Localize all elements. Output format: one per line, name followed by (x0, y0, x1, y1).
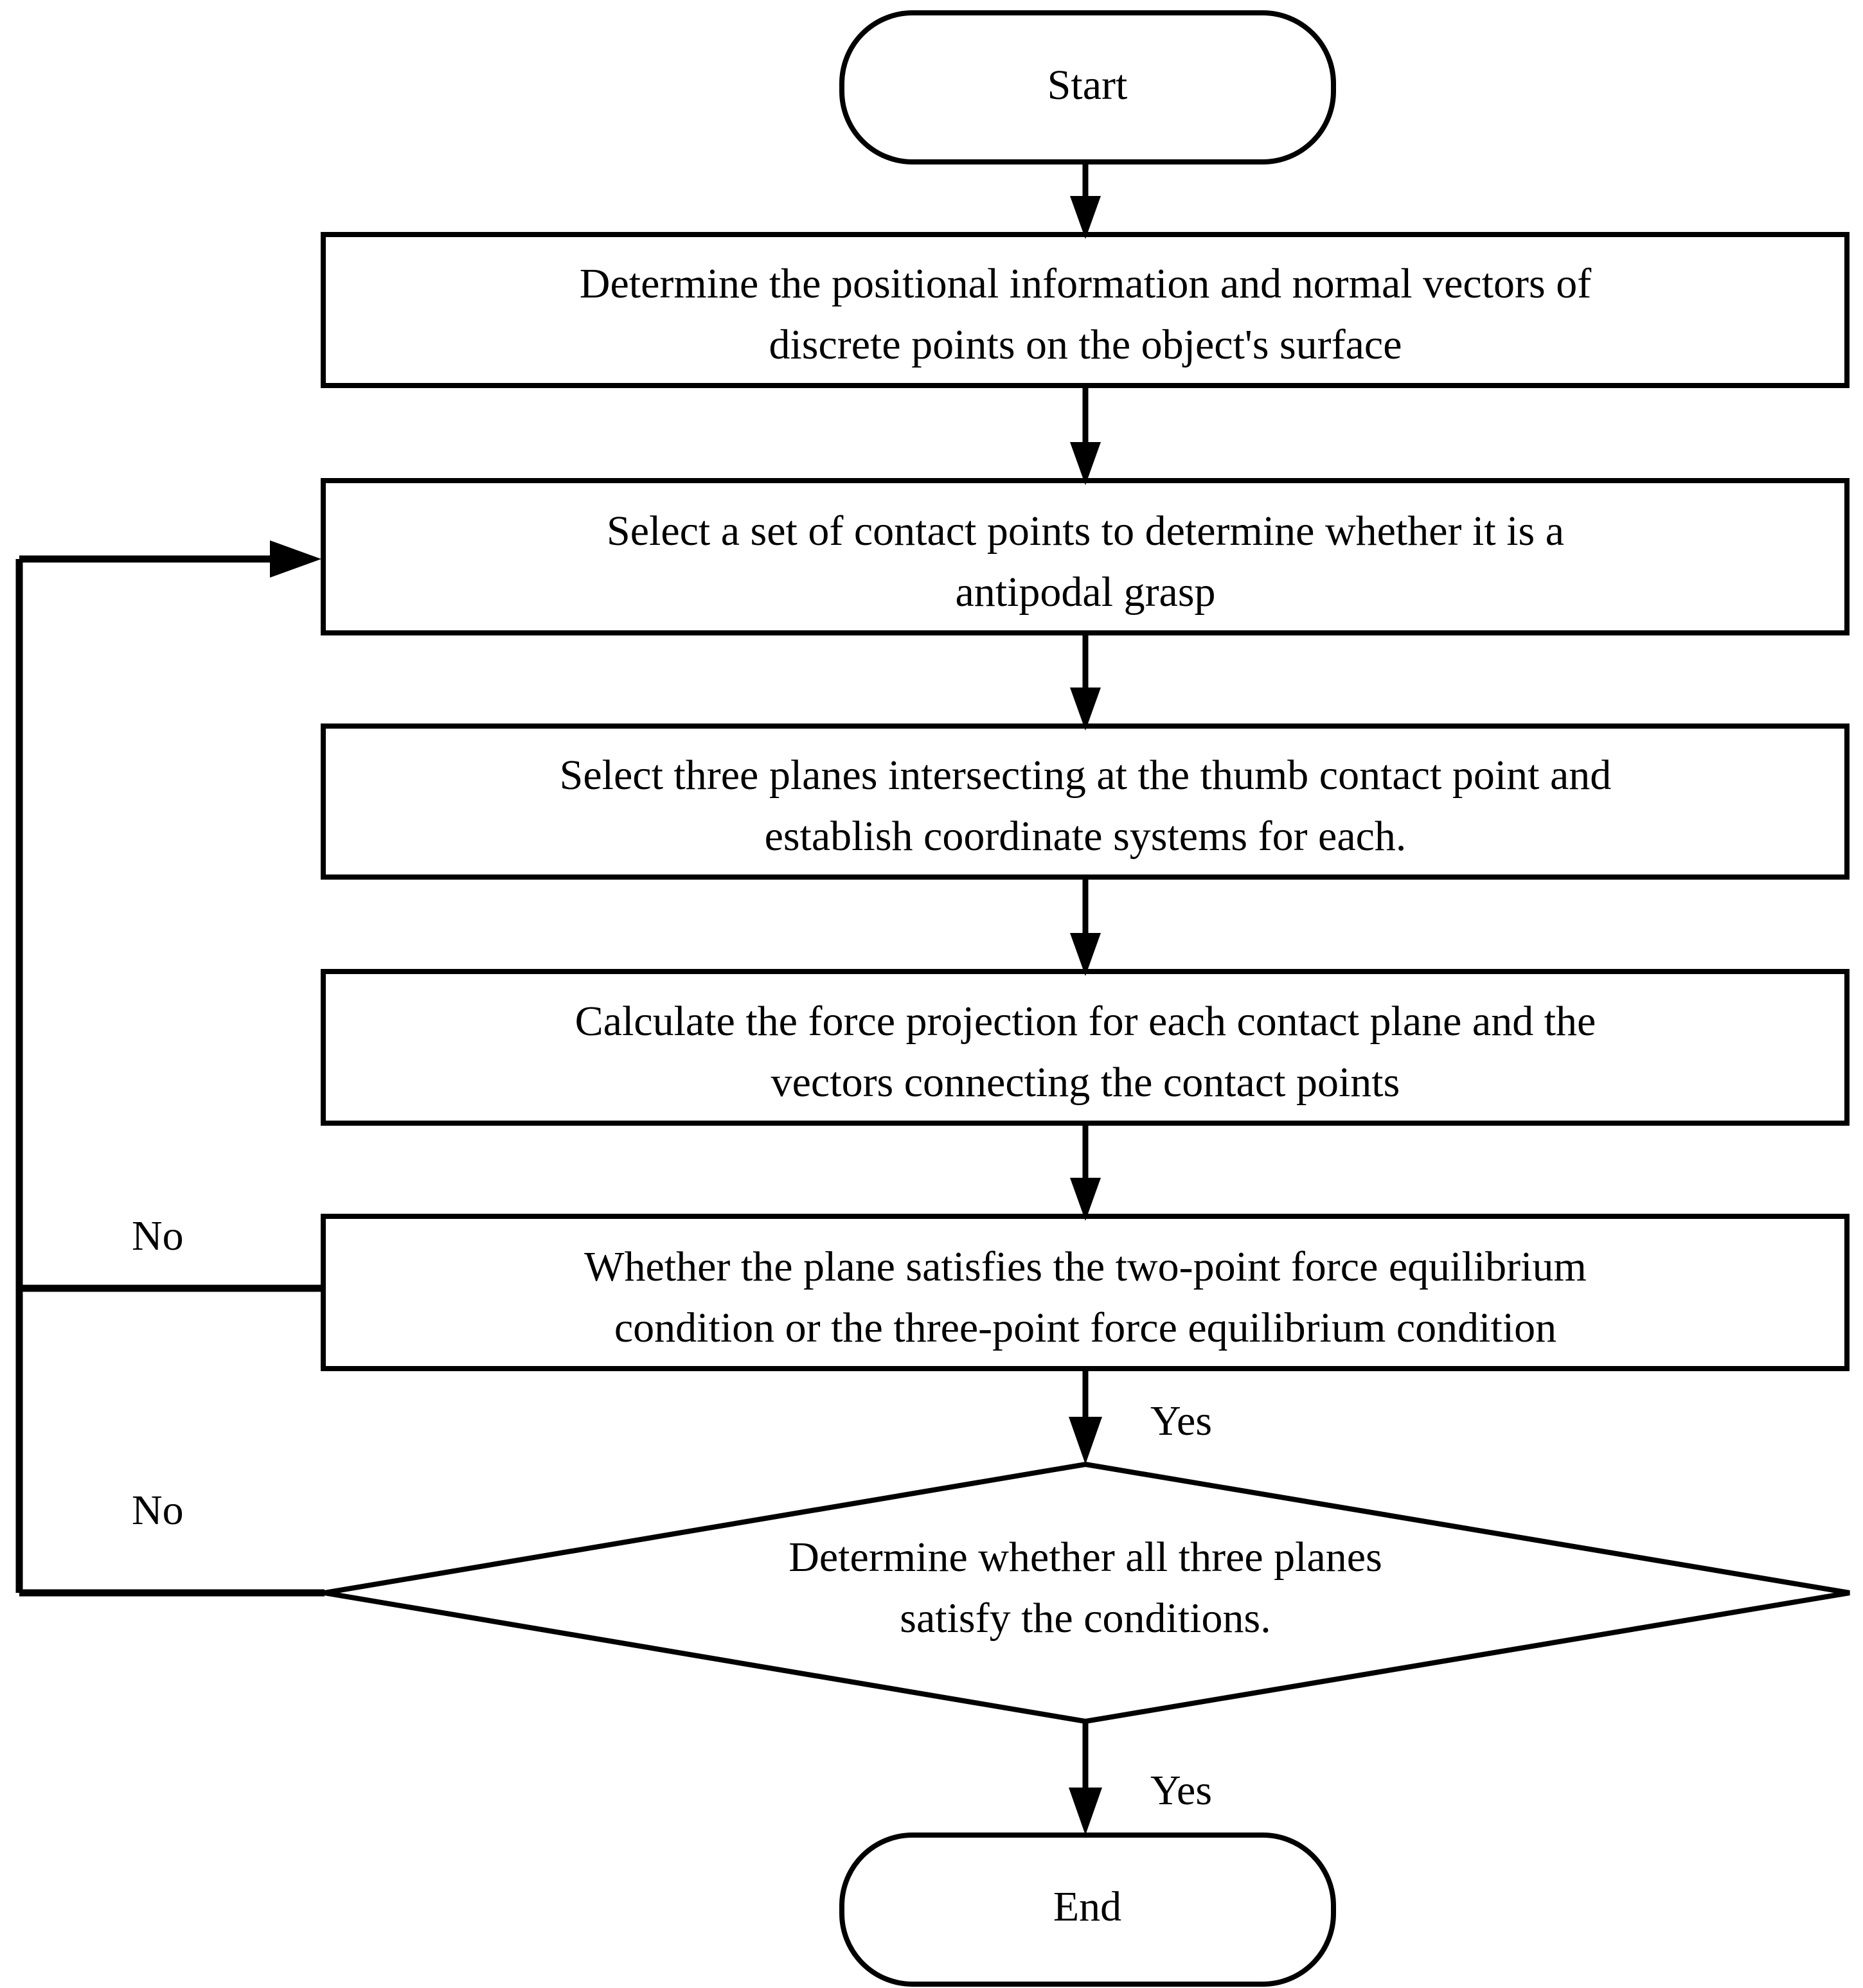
node-step1-label-line1: Determine the positional information and… (580, 260, 1591, 307)
connector-decision2-no-loop (15, 540, 325, 1597)
connector-decision2-yes-to-end (1069, 1721, 1102, 1835)
node-step2-label-line2: antipodal grasp (955, 569, 1215, 616)
node-step3[interactable]: Select three planes intersecting at the … (321, 723, 1850, 880)
connector-start-to-step1 (1070, 161, 1101, 239)
edge-label-decision1-no: No (132, 1212, 184, 1259)
edge-label-decision2-no: No (132, 1487, 184, 1534)
node-decision2-label-line2: satisfy the conditions. (900, 1595, 1270, 1642)
edge-label-decision2-yes: Yes (1150, 1767, 1212, 1814)
node-step4-label-line1: Calculate the force projection for each … (575, 998, 1596, 1045)
node-decision1[interactable]: Whether the plane satisfies the two-poin… (321, 1214, 1850, 1371)
node-step1-label-line2: discrete points on the object's surface (769, 321, 1402, 368)
node-step1[interactable]: Determine the positional information and… (321, 232, 1850, 388)
connector-step2-to-step3 (1070, 633, 1101, 731)
node-step2-label-line1: Select a set of contact points to determ… (607, 508, 1564, 555)
connector-step1-to-step2 (1070, 386, 1101, 485)
node-start-label: Start (1047, 62, 1128, 109)
node-step4[interactable]: Calculate the force projection for each … (321, 969, 1850, 1126)
node-step2[interactable]: Select a set of contact points to determ… (321, 478, 1850, 635)
node-end-label: End (1053, 1883, 1121, 1930)
connector-decision1-yes-to-decision2 (1069, 1369, 1102, 1464)
node-step4-label-line2: vectors connecting the contact points (771, 1059, 1400, 1106)
node-decision2-label-line1: Determine whether all three planes (789, 1534, 1382, 1581)
node-decision1-label-line1: Whether the plane satisfies the two-poin… (584, 1243, 1587, 1290)
node-end[interactable]: End (839, 1833, 1336, 1987)
connector-step3-to-step4 (1070, 877, 1101, 976)
node-decision2[interactable]: Determine whether all three planes satis… (324, 1461, 1850, 1725)
node-decision1-label-line2: condition or the three-point force equil… (614, 1304, 1556, 1351)
node-step3-label-line2: establish coordinate systems for each. (765, 813, 1407, 860)
node-step3-label-line1: Select three planes intersecting at the … (560, 752, 1612, 799)
edge-label-decision1-yes: Yes (1150, 1398, 1212, 1444)
node-start[interactable]: Start (839, 10, 1336, 164)
connector-step4-to-decision1 (1070, 1123, 1101, 1221)
